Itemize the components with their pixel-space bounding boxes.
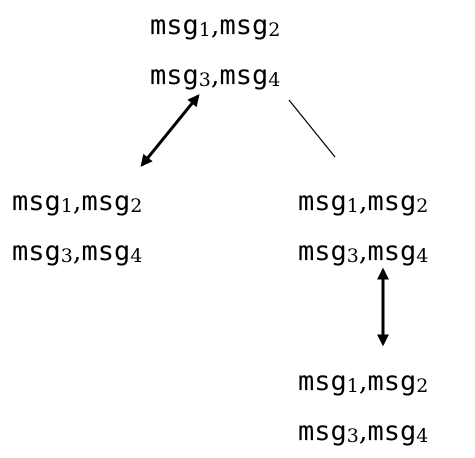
separator: , (210, 60, 220, 91)
node-bottom-row-2: msg3,msg4 (298, 408, 428, 458)
msg-label: msg (81, 236, 131, 267)
separator: , (358, 366, 368, 397)
node-left-row-2: msg3,msg4 (12, 228, 142, 278)
msg-subscript: 1 (346, 195, 359, 217)
node-right-row-1: msg1,msg2 (298, 178, 428, 228)
edge-top-right-line (288, 99, 336, 158)
edge-top-left-double-arrow (140, 94, 200, 167)
node-left-row-1: msg1,msg2 (12, 178, 142, 228)
msg-subscript: 1 (198, 19, 211, 41)
msg-subscript: 1 (346, 375, 359, 397)
node-right: msg1,msg2 msg3,msg4 (298, 178, 428, 278)
msg-subscript: 2 (416, 375, 429, 397)
msg-label: msg (367, 416, 417, 447)
msg-subscript: 3 (346, 425, 359, 447)
msg-subscript: 3 (346, 245, 359, 267)
msg-subscript: 2 (268, 19, 281, 41)
msg-label: msg (367, 236, 417, 267)
msg-subscript: 4 (416, 425, 429, 447)
msg-label: msg (298, 416, 347, 447)
node-top: msg1,msg2 msg3,msg4 (150, 2, 280, 102)
msg-subscript: 4 (416, 245, 429, 267)
separator: , (358, 416, 368, 447)
node-bottom-row-1: msg1,msg2 (298, 358, 428, 408)
separator: , (72, 186, 82, 217)
node-top-row-2: msg3,msg4 (150, 52, 280, 102)
msg-subscript: 2 (416, 195, 429, 217)
msg-label: msg (81, 186, 131, 217)
msg-label: msg (367, 186, 417, 217)
node-bottom: msg1,msg2 msg3,msg4 (298, 358, 428, 458)
msg-subscript: 2 (130, 195, 143, 217)
separator: , (72, 236, 82, 267)
separator: , (210, 10, 220, 41)
msg-label: msg (12, 236, 61, 267)
msg-subscript: 1 (60, 195, 73, 217)
msg-label: msg (12, 186, 61, 217)
msg-subscript: 4 (268, 69, 281, 91)
msg-label: msg (150, 60, 199, 91)
msg-label: msg (367, 366, 417, 397)
msg-label: msg (298, 186, 347, 217)
msg-label: msg (150, 10, 199, 41)
msg-label: msg (219, 10, 269, 41)
separator: , (358, 186, 368, 217)
msg-subscript: 3 (60, 245, 73, 267)
node-top-row-1: msg1,msg2 (150, 2, 280, 52)
msg-label: msg (298, 366, 347, 397)
msg-subscript: 3 (198, 69, 211, 91)
node-right-row-2: msg3,msg4 (298, 228, 428, 278)
node-left: msg1,msg2 msg3,msg4 (12, 178, 142, 278)
msg-label: msg (219, 60, 269, 91)
msg-label: msg (298, 236, 347, 267)
msg-subscript: 4 (130, 245, 143, 267)
separator: , (358, 236, 368, 267)
